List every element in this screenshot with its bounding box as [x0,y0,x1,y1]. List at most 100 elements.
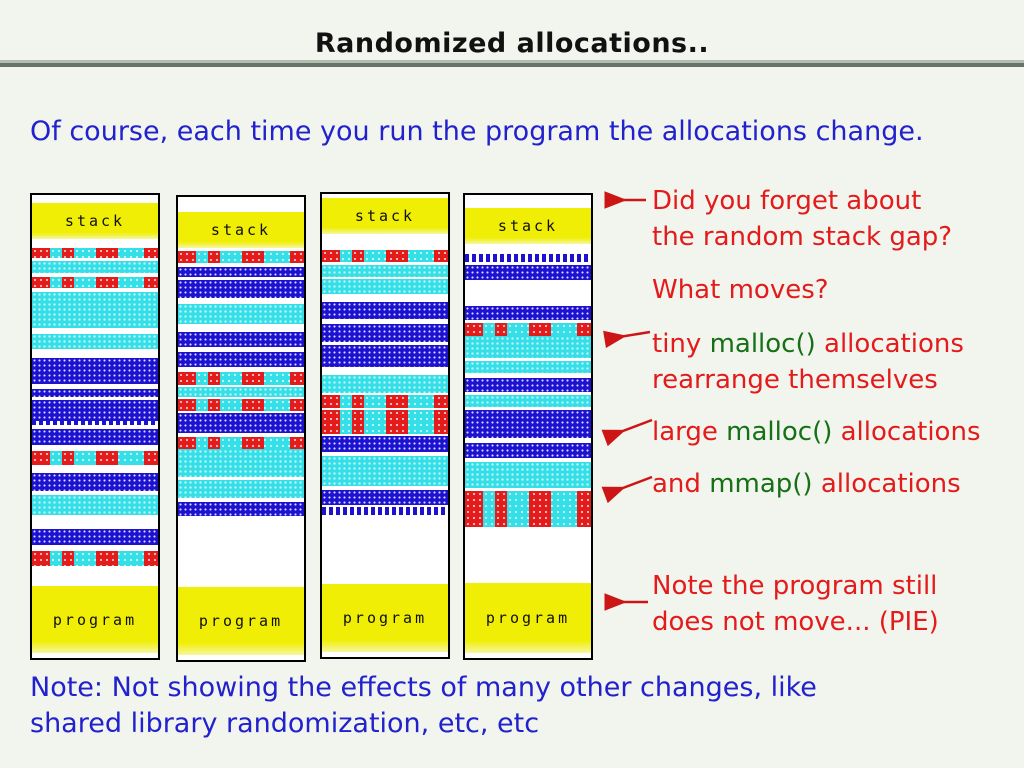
band-stack: stack [322,198,448,234]
annotation-text-part: the random stack gap? [652,222,953,252]
band-gap [465,244,591,254]
band-fill [465,527,591,583]
annotation-text-part: allocations [815,329,964,359]
band-cyan [32,292,158,328]
band-blue [178,352,304,367]
band-blue [322,324,448,342]
band-stack: stack [465,208,591,244]
annotation-text-part: malloc() [726,417,833,447]
band-mix [32,451,158,465]
annotation-line: and mmap() allocations [652,466,961,502]
footnote-text: Note: Not showing the effects of many ot… [30,672,817,739]
band-gap [32,515,158,529]
stack-label: stack [64,212,126,230]
band-blue [322,490,448,505]
band-gap [32,195,158,203]
band-cyan [178,480,304,498]
band-blue [465,306,591,320]
title-rule [0,60,1024,67]
program-label: program [52,610,138,629]
band-gap [32,239,158,248]
annotation-line: the random stack gap? [652,219,952,255]
band-blue [465,443,591,458]
band-mix [465,515,591,527]
band-blue [465,410,591,438]
stack-label: stack [354,207,416,225]
arrow-tiny-malloc [603,330,651,349]
memory-column-run-3: stack program [320,192,450,659]
band-blue [465,265,591,280]
band-program: program [178,587,304,655]
band-mix [32,551,158,566]
memory-column-run-4: stack program [463,193,593,660]
annotation-line: tiny malloc() allocations [652,326,964,362]
band-blue [322,436,448,452]
band-blue [178,267,304,277]
band-dotline [32,421,158,425]
band-gap [32,653,158,658]
band-mix [465,323,591,336]
arrow-large-malloc [601,418,653,447]
annotation-stack-gap-note: Did you forget about the random stack gap… [652,183,952,255]
annotation-text-part: mmap() [709,469,813,499]
band-cyan [178,387,304,397]
band-gap [178,197,304,212]
annotation-pie-note: Note the program still does not move... (… [652,568,939,640]
annotation-text-part: large [652,417,727,447]
band-fill [322,515,448,584]
band-blue [178,280,304,298]
annotation-text-part: Note the program still [652,571,938,601]
band-blue [32,358,158,384]
band-gap [322,652,448,657]
annotation-line: Did you forget about [652,183,952,219]
band-blue [178,332,304,347]
band-program: program [465,583,591,653]
band-blue [178,413,304,433]
band-gap [322,367,448,375]
band-cyan [32,261,158,273]
band-gap [178,324,304,332]
annotation-line: What moves? [652,272,829,308]
program-label: program [485,609,571,627]
band-mix [178,372,304,385]
band-dotline [465,254,591,262]
annotation-text-part: rearrange themselves [652,365,938,395]
annotation-text-part: malloc() [709,329,816,359]
program-label: program [198,612,284,630]
annotation-text-part: allocations [812,469,961,499]
band-fill [32,566,158,586]
band-dotline [322,507,448,515]
band-cyan [32,334,158,349]
annotation-line: Note the program still [652,568,939,604]
band-cyan [465,361,591,373]
band-mix [32,248,158,258]
intro-text: Of course, each time you run the program… [30,116,924,147]
band-mix [178,437,304,449]
band-mix [465,491,591,503]
band-stack: stack [178,212,304,248]
band-mix [32,277,158,288]
annotation-text-part: and [652,469,710,499]
annotation-text-part: tiny [652,329,710,359]
band-gap [465,653,591,658]
band-mix [322,410,448,422]
annotation-text-part: Did you forget about [652,186,922,216]
band-cyan [322,456,448,486]
program-label: program [342,609,428,627]
annotation-line: rearrange themselves [652,362,964,398]
band-cyan [322,375,448,393]
annotation-text-part: does not move... (PIE) [652,607,939,637]
annotation-text-part: What moves? [652,275,829,305]
band-stack: stack [32,203,158,239]
band-gap [465,195,591,208]
annotation-line: large malloc() allocations [652,414,981,450]
band-cyan [322,279,448,294]
band-gap [465,280,591,306]
annotation-text-part: allocations [832,417,981,447]
band-mix [465,503,591,515]
band-gap [322,294,448,302]
band-cyan [322,265,448,277]
annotation-line: does not move... (PIE) [652,604,939,640]
